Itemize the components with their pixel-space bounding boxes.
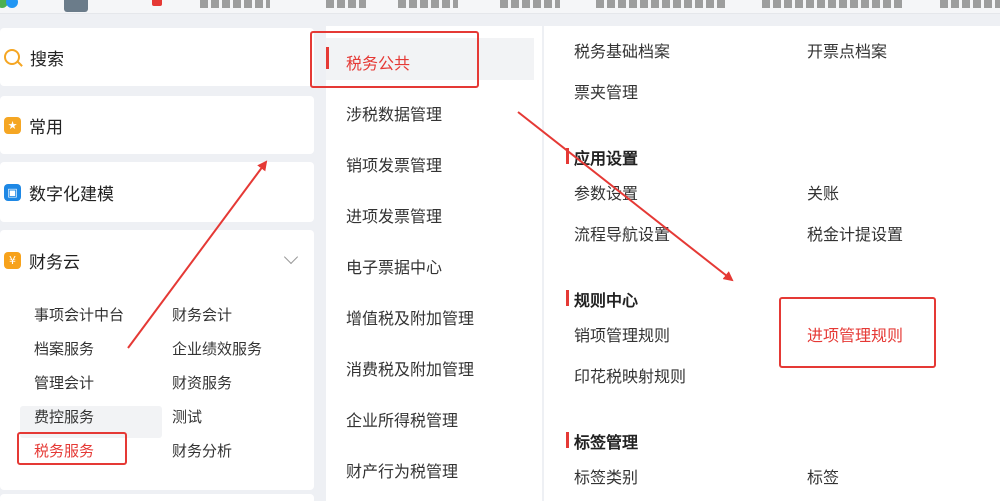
common-label: 常用: [29, 117, 63, 138]
search-label: 搜索: [30, 49, 64, 70]
digital-modeling-label: 数字化建模: [29, 184, 114, 205]
section-title-tag-management: 标签管理: [574, 433, 639, 452]
finance-icon: ¥: [4, 251, 21, 269]
avatar[interactable]: [64, 0, 88, 12]
notification-icon[interactable]: [152, 0, 162, 6]
subitem-archive-service[interactable]: 档案服务: [34, 340, 95, 358]
tab-cropped[interactable]: [596, 0, 726, 8]
tax-public-panel: 税务基础档案 开票点档案 票夹管理 应用设置 参数设置 关账 流程导航设置 税金…: [544, 26, 1000, 501]
item-param-settings[interactable]: 参数设置: [574, 184, 639, 203]
top-tab-strip: [0, 0, 1000, 14]
tab-cropped[interactable]: [326, 0, 366, 8]
tab-cropped[interactable]: [200, 0, 270, 8]
item-invoice-point-archive[interactable]: 开票点档案: [807, 42, 888, 61]
tab-cropped[interactable]: [398, 0, 458, 8]
menu-consumption-tax[interactable]: 消费税及附加管理: [346, 360, 475, 379]
section-indicator: [566, 148, 569, 164]
menu-corporate-income-tax[interactable]: 企业所得税管理: [346, 411, 459, 430]
highlight-box-tax-service: [17, 432, 127, 465]
section-title-app-settings: 应用设置: [574, 149, 639, 168]
finance-cloud-label: 财务云: [29, 252, 80, 273]
item-tag[interactable]: 标签: [807, 468, 840, 487]
digital-modeling-card[interactable]: ▣ 数字化建模: [0, 162, 314, 222]
section-indicator: [566, 432, 569, 448]
subitem-treasury-service[interactable]: 财资服务: [172, 374, 233, 392]
menu-property-tax[interactable]: 财产行为税管理: [346, 462, 459, 481]
tab-cropped[interactable]: [762, 0, 902, 8]
menu-output-invoice[interactable]: 销项发票管理: [346, 156, 443, 175]
tab-cropped[interactable]: [940, 0, 1000, 8]
common-card[interactable]: ★ 常用: [0, 96, 314, 154]
subitem-financial-accounting[interactable]: 财务会计: [172, 306, 233, 324]
finance-cloud-card: ¥ 财务云: [0, 230, 314, 490]
search-icon: [4, 49, 20, 65]
tax-submenu: 税务公共 涉税数据管理 销项发票管理 进项发票管理 电子票据中心 增值税及附加管…: [326, 26, 542, 501]
subitem-tax-service[interactable]: 税务服务: [34, 442, 95, 460]
subitem-matter-accounting[interactable]: 事项会计中台: [34, 306, 125, 324]
item-tax-base-archive[interactable]: 税务基础档案: [574, 42, 671, 61]
menu-input-invoice[interactable]: 进项发票管理: [346, 207, 443, 226]
arrow-to-tax-public: [127, 160, 268, 349]
app-logo-icon: [0, 0, 8, 8]
subitem-expense-control[interactable]: 费控服务: [34, 408, 95, 426]
subitem-financial-analysis[interactable]: 财务分析: [172, 442, 233, 460]
menu-vat[interactable]: 增值税及附加管理: [346, 309, 475, 328]
item-tag-category[interactable]: 标签类别: [574, 468, 639, 487]
section-indicator: [566, 290, 569, 306]
item-close-account[interactable]: 关账: [807, 184, 840, 203]
arrow-to-input-rules: [517, 111, 734, 282]
finance-cloud-header[interactable]: ¥ 财务云: [0, 230, 314, 290]
subitem-management-accounting[interactable]: 管理会计: [34, 374, 95, 392]
menu-tax-public[interactable]: 税务公共: [346, 54, 411, 73]
subitem-test[interactable]: 测试: [172, 408, 203, 426]
app-logo-icon: [6, 0, 18, 8]
item-ticket-folder[interactable]: 票夹管理: [574, 83, 639, 102]
highlight-box-tax-public: [310, 31, 479, 88]
item-stamp-tax-mapping-rules[interactable]: 印花税映射规则: [574, 367, 687, 386]
star-icon: ★: [4, 116, 21, 134]
monitor-icon: ▣: [4, 183, 21, 201]
item-flow-nav-settings[interactable]: 流程导航设置: [574, 225, 671, 244]
section-title-rule-center: 规则中心: [574, 291, 639, 310]
active-menu-bg: [326, 38, 534, 80]
menu-tax-data[interactable]: 涉税数据管理: [346, 105, 443, 124]
menu-e-bill-center[interactable]: 电子票据中心: [346, 258, 443, 277]
tab-cropped[interactable]: [500, 0, 560, 8]
item-input-rules[interactable]: 进项管理规则: [807, 326, 904, 345]
item-tax-accrual-settings[interactable]: 税金计提设置: [807, 225, 904, 244]
active-menu-indicator: [326, 47, 329, 69]
highlight-box-input-rules: [779, 297, 936, 368]
subitem-performance-service[interactable]: 企业绩效服务: [172, 340, 263, 358]
next-card-cropped: [0, 494, 314, 501]
search-card[interactable]: 搜索: [0, 28, 314, 86]
item-output-rules[interactable]: 销项管理规则: [574, 326, 671, 345]
